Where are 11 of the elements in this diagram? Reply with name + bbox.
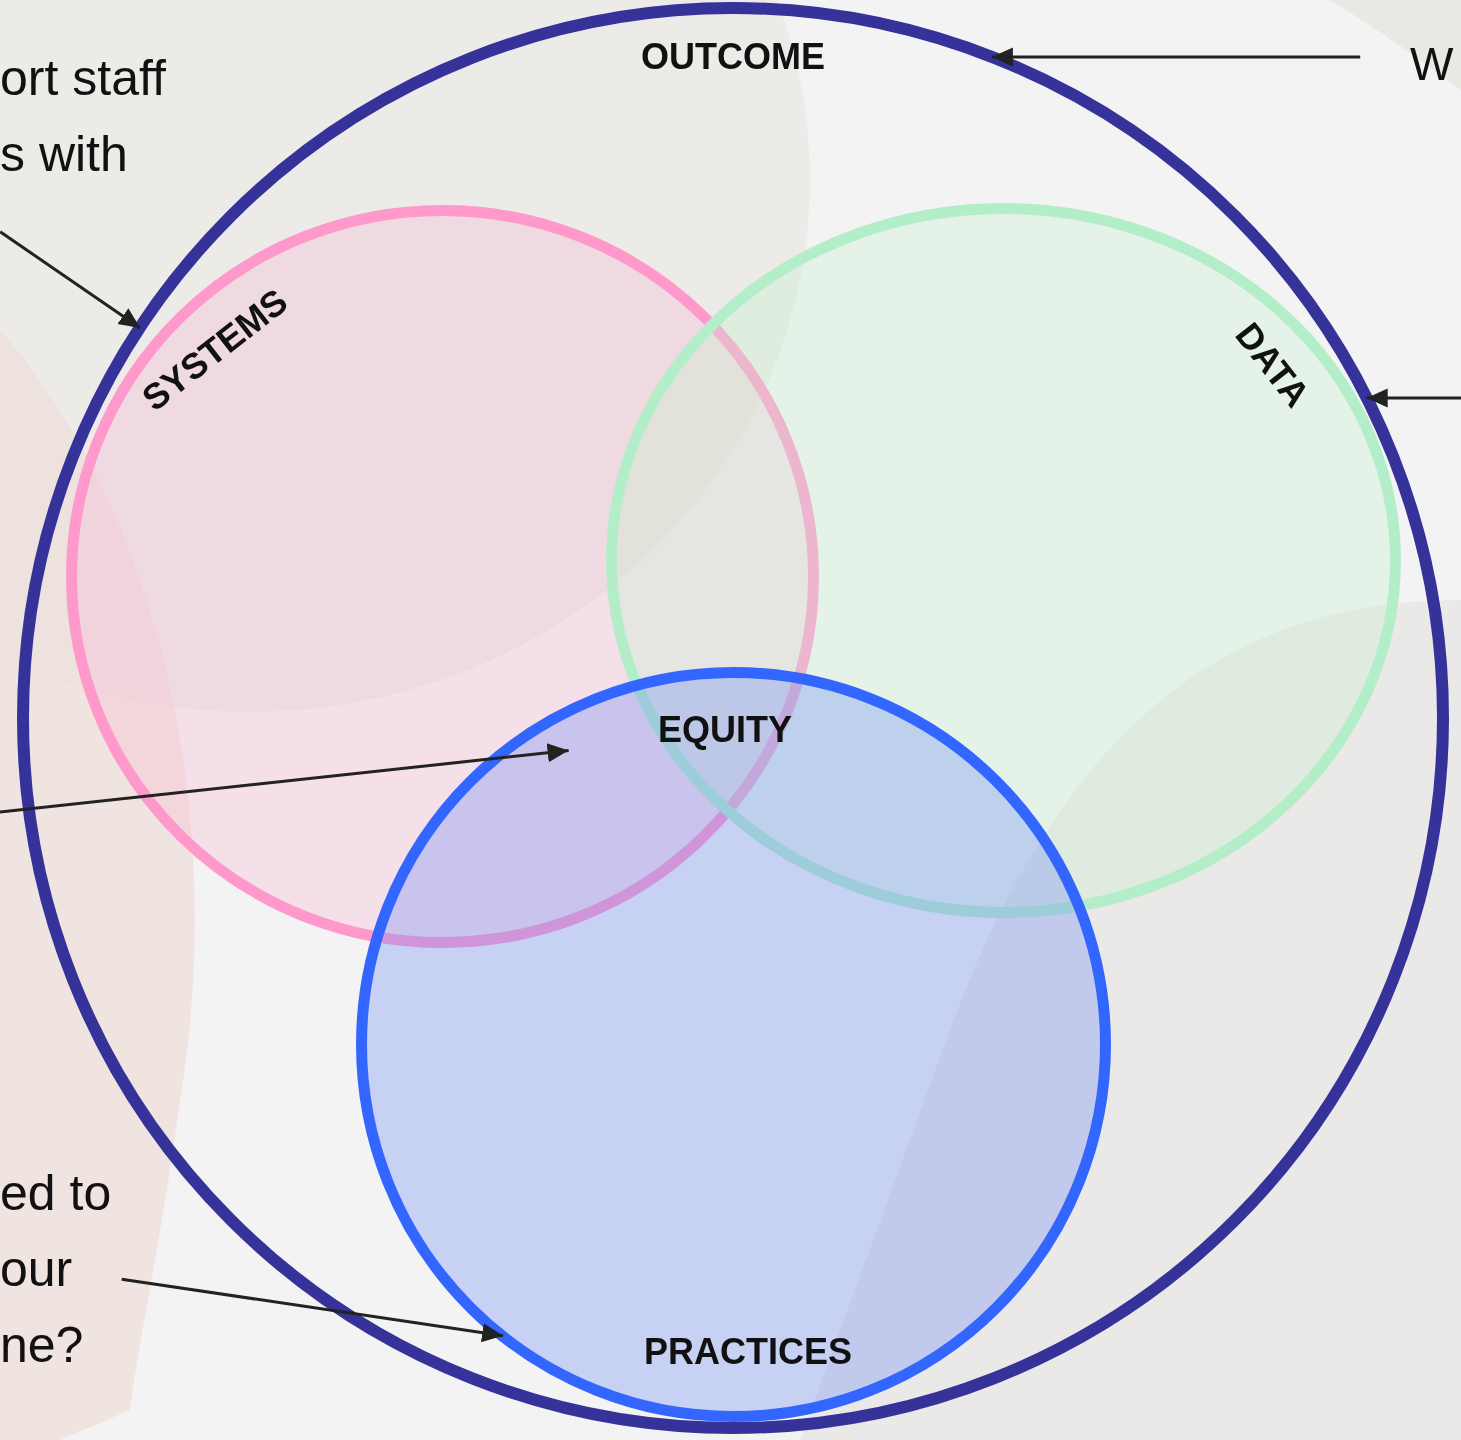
annotation-text: ed to our ne? — [0, 1164, 113, 1375]
region-label: EQUITY — [658, 708, 792, 752]
circle-label: PRACTICES — [644, 1331, 852, 1373]
annotation-text: W — [1410, 37, 1454, 92]
arrow — [0, 743, 569, 814]
annotation-text: ort staff s with — [0, 49, 167, 184]
circle-label: OUTCOME — [641, 36, 825, 78]
arrow — [991, 47, 1361, 67]
arrow — [0, 230, 142, 330]
arrow — [1366, 388, 1461, 408]
arrow — [121, 1277, 504, 1343]
